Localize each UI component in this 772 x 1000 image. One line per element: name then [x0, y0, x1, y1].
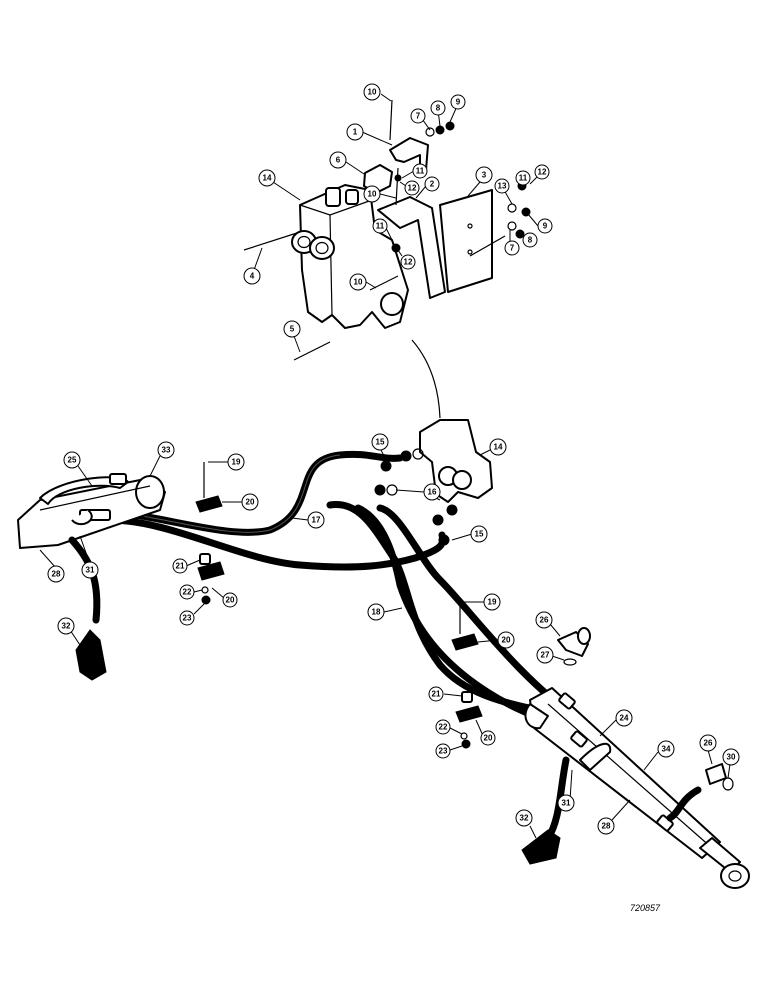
callout-15: 15	[475, 530, 484, 539]
callout-20: 20	[246, 498, 255, 507]
callout-31: 31	[86, 566, 95, 575]
callout-25: 25	[68, 456, 77, 465]
right-hydraulic-cylinder	[521, 627, 750, 889]
control-valve-exploded	[243, 99, 531, 419]
drawing-reference-number: 720857	[630, 903, 661, 913]
callout-11: 11	[376, 222, 385, 231]
callout-20: 20	[226, 596, 235, 605]
callout-23: 23	[439, 747, 448, 756]
callout-3: 3	[482, 171, 487, 180]
callout-13: 13	[498, 182, 507, 191]
left-hydraulic-cylinder	[17, 473, 166, 681]
callout-11: 11	[416, 167, 425, 176]
control-valve-installed	[374, 419, 493, 546]
callout-20: 20	[484, 734, 493, 743]
callout-28: 28	[602, 822, 611, 831]
hydraulic-hoses	[106, 450, 584, 732]
callout-26: 26	[540, 616, 549, 625]
hose-clamps-left	[195, 462, 225, 605]
callout-21: 21	[432, 690, 441, 699]
callout-7: 7	[510, 244, 515, 253]
callout-12: 12	[408, 184, 417, 193]
callout-2: 2	[430, 180, 435, 189]
callout-15: 15	[376, 438, 385, 447]
callout-28: 28	[52, 570, 61, 579]
callout-17: 17	[312, 516, 321, 525]
callout-5: 5	[290, 325, 295, 334]
callout-6: 6	[336, 156, 341, 165]
callout-23: 23	[183, 614, 192, 623]
callout-14: 14	[494, 443, 503, 452]
callout-7: 7	[416, 112, 421, 121]
callout-8: 8	[436, 104, 441, 113]
callout-24: 24	[620, 714, 629, 723]
callout-12: 12	[538, 168, 547, 177]
callout-32: 32	[520, 814, 529, 823]
callout-31: 31	[562, 799, 571, 808]
callout-34: 34	[662, 745, 671, 754]
callout-9: 9	[543, 222, 548, 231]
callout-21: 21	[176, 562, 185, 571]
callout-33: 33	[162, 446, 171, 455]
callout-16: 16	[428, 488, 437, 497]
callout-19: 19	[488, 598, 497, 607]
callout-10: 10	[368, 88, 377, 97]
hose-clamps-right	[451, 602, 483, 749]
callout-1: 1	[353, 128, 358, 137]
callout-8: 8	[528, 236, 533, 245]
callout-14: 14	[263, 174, 272, 183]
callouts: 10 7 8 9 1 6 11 14 10 12 2 3	[39, 83, 740, 839]
callout-10: 10	[368, 190, 377, 199]
callout-32: 32	[62, 622, 71, 631]
callout-27: 27	[541, 651, 550, 660]
callout-22: 22	[439, 723, 448, 732]
callout-20: 20	[502, 636, 511, 645]
callout-30: 30	[727, 753, 736, 762]
callout-19: 19	[232, 458, 241, 467]
callout-26: 26	[704, 739, 713, 748]
callout-11: 11	[519, 174, 528, 183]
callout-22: 22	[183, 588, 192, 597]
callout-10: 10	[354, 278, 363, 287]
callout-18: 18	[372, 608, 381, 617]
callout-4: 4	[250, 272, 255, 281]
callout-12: 12	[404, 258, 413, 267]
callout-9: 9	[456, 98, 461, 107]
